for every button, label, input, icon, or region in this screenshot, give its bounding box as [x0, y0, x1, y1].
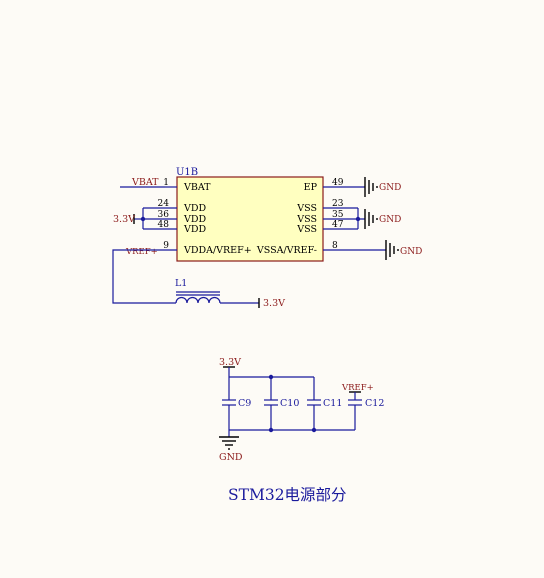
cap-designator: C10: [280, 398, 299, 409]
cap-designator: C12: [365, 398, 384, 409]
pin-name: VSS: [296, 214, 317, 225]
junction: [355, 216, 361, 222]
pin-name: VDD: [183, 214, 206, 225]
vref-inductor-path: VREF+ L1 3.3V: [112, 247, 285, 309]
pin-number: 49: [332, 178, 344, 188]
pin-number: 8: [332, 241, 338, 251]
net-label-vbat: VBAT: [131, 177, 159, 188]
net-label-vref-caps: VREF+: [341, 383, 374, 393]
junction: [268, 374, 274, 380]
pin-number: 36: [158, 210, 170, 220]
inductor-l1: [175, 296, 221, 304]
vdd-supply: 3.3V: [113, 208, 146, 229]
pin-number: 9: [163, 241, 169, 251]
pin-number: 23: [332, 199, 344, 209]
net-label-3v3-caps: 3.3V: [219, 357, 241, 368]
pin-number: 1: [163, 178, 169, 188]
junction: [140, 216, 146, 222]
pin-number: 35: [332, 210, 344, 220]
inductor-designator: L1: [175, 278, 187, 289]
vref-wire: [112, 249, 176, 304]
net-label-gnd-caps: GND: [219, 452, 243, 463]
chip-u1b: U1B 1 24 36 48 9 VBAT VDD VDD VDD VDDA/V…: [143, 167, 386, 262]
pin-name: VBAT: [183, 182, 211, 193]
decoupling-caps: 3.3V C9 C10 C11 VREF+ C12: [219, 357, 384, 463]
pin-name: VSS: [296, 203, 317, 214]
net-label-3v3: 3.3V: [113, 214, 135, 225]
net-label-gnd: GND: [379, 215, 401, 225]
pin-name: VDDA/VREF+: [183, 245, 252, 256]
junction: [268, 427, 274, 433]
cap-designator: C11: [323, 398, 342, 409]
gnd-vssa: GND: [385, 240, 422, 260]
pin-number: 47: [332, 220, 344, 230]
chip-body: [176, 176, 324, 262]
net-label-3v3-inductor: 3.3V: [263, 298, 285, 309]
chip-designator: U1B: [176, 167, 198, 178]
pin-number: 48: [158, 220, 170, 230]
pin-name: VDD: [183, 224, 206, 235]
net-label-vref-plus: VREF+: [125, 247, 158, 257]
page-title: STM32电源部分: [228, 486, 347, 504]
gnd-vss: GND: [355, 208, 401, 229]
pin-name: EP: [304, 182, 318, 193]
pin-number: 24: [158, 199, 170, 209]
net-label-gnd: GND: [400, 247, 422, 257]
net-label-gnd: GND: [379, 183, 401, 193]
pin-name: VDD: [183, 203, 206, 214]
junction: [311, 427, 317, 433]
pin-name: VSS: [296, 224, 317, 235]
cap-designator: C9: [238, 398, 251, 409]
pin-name: VSSA/VREF-: [256, 245, 317, 256]
gnd-ep: GND: [364, 177, 401, 197]
